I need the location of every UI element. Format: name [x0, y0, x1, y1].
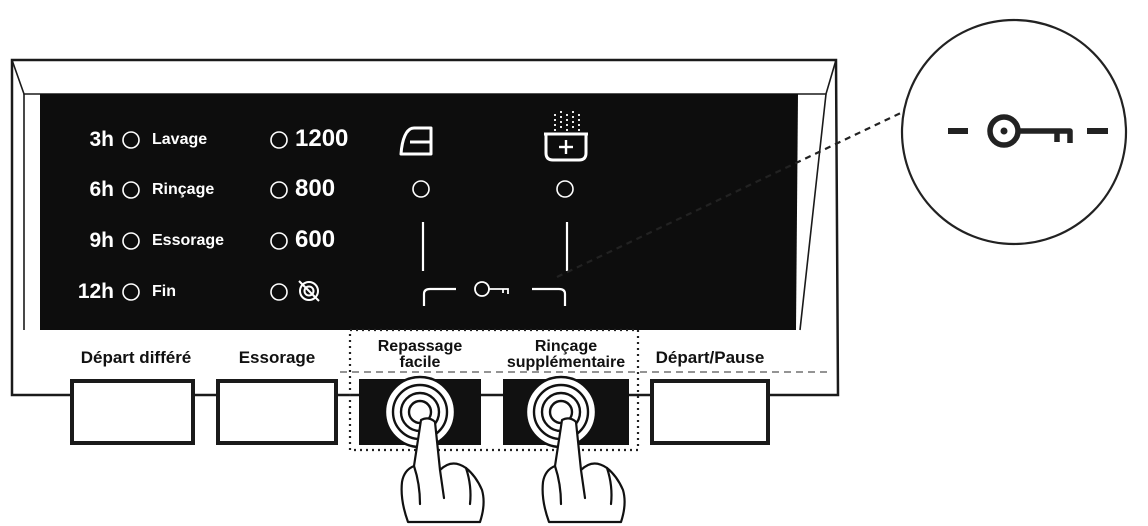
extra-rinse-icon: [544, 111, 588, 162]
delay-start-button[interactable]: [70, 379, 195, 445]
spin-led-group: [270, 131, 288, 301]
key-icon: [474, 281, 509, 297]
iron-icon: [399, 126, 433, 156]
extra-rinse-label-line2: supplémentaire: [506, 354, 626, 371]
easy-iron-led: [412, 180, 430, 198]
delay-hours-3h: 3h: [89, 128, 114, 151]
no-spin-icon: [298, 280, 320, 302]
phase-label-end: Fin: [152, 283, 176, 300]
spin-button-label: Essorage: [238, 348, 316, 367]
spin-button[interactable]: [216, 379, 338, 445]
key-callout-circle: [900, 18, 1128, 246]
delay-led-3h: [122, 131, 140, 149]
spin-speed-600: 600: [295, 226, 336, 253]
spin-speed-1200: 1200: [295, 125, 349, 152]
hand-icon: [400, 417, 485, 524]
delay-led-12h: [122, 283, 140, 301]
start-pause-button[interactable]: [650, 379, 770, 445]
phase-label-wash: Lavage: [152, 131, 208, 148]
display-screen: [40, 94, 798, 330]
easy-iron-label-line1: Repassage: [377, 338, 463, 355]
callout-leader-line: [556, 109, 908, 278]
phase-label-rinse: Rinçage: [152, 181, 215, 198]
key-icon: [948, 114, 1108, 148]
spin-led-600: [270, 232, 288, 250]
spin-speed-800: 800: [295, 175, 336, 202]
spin-led-nospin: [270, 283, 288, 301]
panel-bevel-sides: [23, 93, 827, 331]
phase-label-spin: Essorage: [152, 232, 225, 249]
hand-icon: [541, 417, 626, 524]
delay-hours-12h: 12h: [77, 280, 114, 303]
extra-rinse-label-line1: Rinçage: [534, 338, 598, 355]
start-pause-label: Départ/Pause: [655, 348, 765, 367]
delay-start-label: Départ différé: [80, 348, 192, 367]
delay-led-9h: [122, 232, 140, 250]
extra-rinse-led: [556, 180, 574, 198]
option-group-box: [348, 328, 640, 452]
lock-bracket: [421, 222, 569, 306]
spin-led-1200: [270, 131, 288, 149]
easy-iron-label-line2: facile: [399, 354, 441, 371]
delay-led-6h: [122, 181, 140, 199]
delay-hours-6h: 6h: [89, 178, 114, 201]
delay-hours-9h: 9h: [89, 229, 114, 252]
spin-led-800: [270, 181, 288, 199]
delay-led-group: [122, 131, 140, 301]
